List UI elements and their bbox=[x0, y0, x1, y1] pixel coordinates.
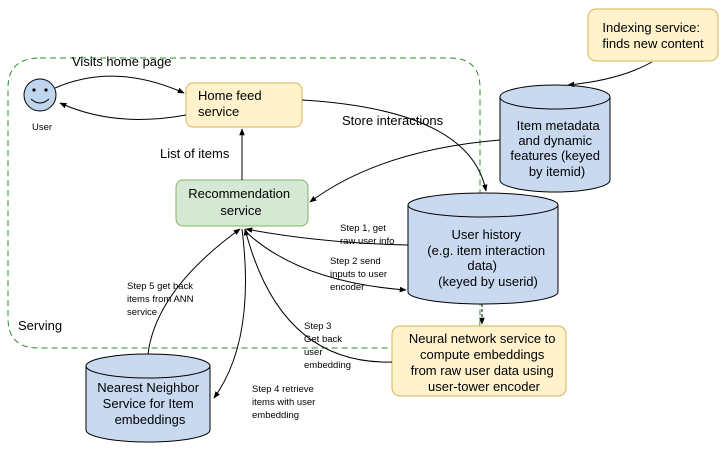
item-metadata-line: features (keyed bbox=[510, 148, 600, 163]
user-icon bbox=[23, 78, 57, 112]
user-history-line: (keyed by userid) bbox=[438, 274, 538, 289]
nearest-neighbor-store bbox=[85, 353, 211, 443]
edge-step5 bbox=[147, 228, 241, 355]
serving-group-label: Serving bbox=[18, 318, 62, 333]
nearest-neighbor-line: Nearest Neighbor bbox=[97, 380, 200, 395]
edge-label-step5: service bbox=[127, 307, 157, 318]
item-metadata-line: by itemid) bbox=[529, 164, 585, 179]
neural-network-service-node bbox=[391, 325, 567, 397]
edge-indexing-to-metadata bbox=[567, 61, 653, 88]
indexing-service-line: Indexing service: bbox=[602, 20, 700, 35]
svg-text:Step 4 retrieve items with: Step 4 retrieve items with user embeddin… bbox=[252, 384, 318, 421]
user-history-store bbox=[407, 192, 559, 305]
item-metadata-line: and dynamic bbox=[518, 133, 592, 148]
edge-label-step2: encoder bbox=[330, 282, 364, 293]
user-history-line: User history bbox=[452, 227, 522, 242]
edge-label-step3: user bbox=[304, 347, 322, 358]
item-metadata-line: Item metadata bbox=[517, 118, 601, 133]
svg-text:Nearest Neighbor Service f: Nearest Neighbor Service for Item embedd… bbox=[97, 380, 203, 427]
user-history-line: (e.g. item interaction bbox=[427, 243, 545, 258]
neural-network-line: compute embeddings bbox=[420, 347, 545, 362]
indexing-service-node bbox=[587, 8, 719, 62]
recommendation-line: service bbox=[220, 203, 261, 218]
edge-label-step4: embedding bbox=[252, 410, 299, 421]
edge-label-step5: items from ANN bbox=[127, 294, 194, 305]
svg-text:Home feed service: Home feed service bbox=[198, 88, 265, 119]
svg-text:Step 2 send inputs to user: Step 2 send inputs to user encoder bbox=[330, 256, 390, 293]
edge-home-feed-to-user bbox=[59, 102, 187, 120]
user-label: User bbox=[32, 122, 52, 133]
edge-step4 bbox=[213, 228, 246, 399]
edge-label-step3: embedding bbox=[304, 360, 351, 371]
svg-text:Step 3 Get back user: Step 3 Get back user embedding bbox=[304, 321, 351, 371]
edge-label-step5: Step 5 get back bbox=[127, 281, 193, 292]
edge-label-step2: inputs to user bbox=[330, 269, 387, 280]
home-feed-line: Home feed bbox=[198, 88, 262, 103]
serving-group-border bbox=[7, 57, 481, 349]
nearest-neighbor-line: Service for Item bbox=[103, 396, 194, 411]
edge-label-visits-home-page: Visits home page bbox=[72, 54, 172, 69]
home-feed-service-node bbox=[185, 82, 303, 128]
edge-label-step3: Step 3 bbox=[304, 321, 331, 332]
home-feed-line: service bbox=[198, 104, 239, 119]
edges bbox=[54, 61, 653, 399]
svg-text:Step 5 get back items from: Step 5 get back items from ANN service bbox=[127, 281, 196, 318]
svg-text:User history (e.g. item in: User history (e.g. item interaction data… bbox=[427, 227, 548, 289]
edge-step2 bbox=[245, 231, 407, 293]
edge-step1 bbox=[245, 227, 409, 246]
edge-step3 bbox=[243, 228, 393, 363]
edge-label-step1: raw user info bbox=[340, 236, 394, 247]
svg-text:Item metadata and dynamic: Item metadata and dynamic features (keye… bbox=[510, 118, 603, 179]
edge-home-feed-to-user-history bbox=[301, 99, 488, 192]
recommendation-line: Recommendation bbox=[188, 186, 290, 201]
edge-label-step3: Get back bbox=[304, 334, 342, 345]
neural-network-line: Neural network service to bbox=[409, 331, 556, 346]
svg-text:Neural network service to: Neural network service to compute embedd… bbox=[409, 331, 559, 394]
edge-label-step1: Step 1, get bbox=[340, 223, 386, 234]
user-history-line: data) bbox=[467, 258, 497, 273]
edge-label-store-interactions: Store interactions bbox=[342, 113, 444, 128]
indexing-service-line: finds new content bbox=[602, 36, 704, 51]
item-metadata-store bbox=[499, 84, 611, 193]
edge-label-step2: Step 2 send bbox=[330, 256, 381, 267]
edge-label-list-of-items: List of items bbox=[160, 146, 230, 161]
svg-text:Step 1, get raw user info: Step 1, get raw user info bbox=[340, 223, 394, 247]
neural-network-line: user-tower encoder bbox=[428, 379, 541, 394]
neural-network-line: from raw user data using bbox=[411, 363, 554, 378]
svg-text:Indexing service: finds ne: Indexing service: finds new content bbox=[602, 20, 704, 51]
edge-metadata-to-recommendation bbox=[309, 139, 501, 203]
edge-user-to-home-feed bbox=[54, 75, 185, 94]
edge-label-step4: items with user bbox=[252, 397, 315, 408]
svg-text:Recommendation service: Recommendation service bbox=[188, 186, 294, 218]
nearest-neighbor-line: embeddings bbox=[115, 412, 186, 427]
edge-label-step4: Step 4 retrieve bbox=[252, 384, 314, 395]
